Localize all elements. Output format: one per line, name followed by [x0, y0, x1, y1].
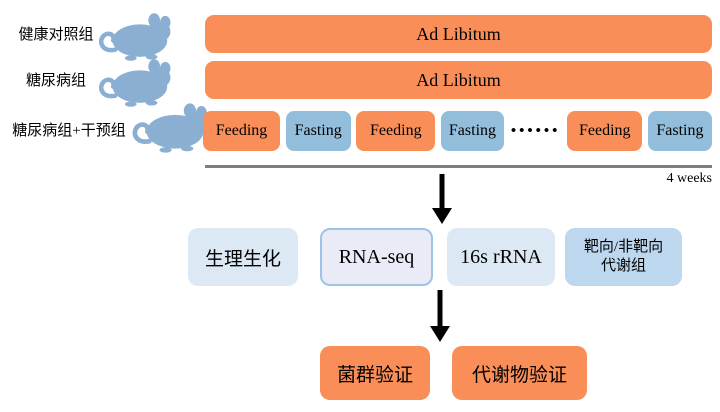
- analysis-label-line2: 代谢组: [600, 258, 646, 274]
- group-label-diabetes-intervention: 糖尿病组+干预组: [12, 123, 126, 139]
- analysis-label: RNA-seq: [338, 245, 415, 268]
- schedule-box-label: Feeding: [370, 122, 422, 139]
- down-arrow-icon: [430, 290, 450, 342]
- schedule-ellipsis: ••••••: [510, 123, 561, 139]
- analysis-label: 生理生化: [204, 248, 281, 270]
- group-label-healthy-control: 健康对照组: [18, 27, 94, 43]
- feeding-fasting-schedule: Feeding Fasting Feeding Fasting •••••• F…: [203, 111, 712, 151]
- schedule-box-feeding: Feeding: [356, 111, 436, 151]
- group-label-diabetes: 糖尿病组: [25, 73, 86, 89]
- regimen-bar-diabetes: Ad Libitum: [205, 61, 712, 99]
- timeline-duration-label: 4 weeks: [666, 171, 713, 186]
- schedule-box-label: Fasting: [448, 122, 497, 139]
- schedule-box-label: Fasting: [294, 122, 342, 139]
- analysis-box-16s-rrna: 16s rRNA: [447, 228, 555, 286]
- validation-box-metabolite: 代谢物验证: [452, 346, 587, 400]
- analysis-label-line1: 靶向/非靶向: [583, 239, 664, 255]
- analysis-box-metabolome: 靶向/非靶向 代谢组: [565, 228, 682, 286]
- mouse-icon: [96, 12, 176, 64]
- schedule-box-fasting: Fasting: [647, 111, 712, 151]
- analysis-box-physiology-biochemistry: 生理生化: [188, 228, 298, 286]
- regimen-bar-label: Ad Libitum: [416, 69, 501, 90]
- validation-label: 菌群验证: [336, 364, 413, 386]
- schedule-box-label: Feeding: [579, 122, 631, 139]
- analysis-box-rna-seq: RNA-seq: [320, 228, 433, 286]
- schedule-box-label: Feeding: [215, 122, 268, 139]
- schedule-box-label: Fasting: [656, 122, 704, 139]
- validation-box-microbiota: 菌群验证: [320, 346, 430, 400]
- schedule-box-fasting: Fasting: [440, 111, 504, 151]
- mouse-icon: [130, 102, 212, 156]
- analysis-label: 16s rRNA: [460, 245, 542, 268]
- schedule-box-fasting: Fasting: [285, 111, 351, 151]
- down-arrow-icon: [432, 174, 452, 224]
- regimen-bar-label: Ad Libitum: [416, 23, 501, 44]
- validation-label: 代谢物验证: [471, 364, 567, 386]
- schedule-box-feeding: Feeding: [567, 111, 643, 151]
- regimen-bar-healthy-control: Ad Libitum: [205, 15, 712, 53]
- schedule-box-feeding: Feeding: [203, 111, 280, 151]
- timeline-line: [205, 165, 712, 168]
